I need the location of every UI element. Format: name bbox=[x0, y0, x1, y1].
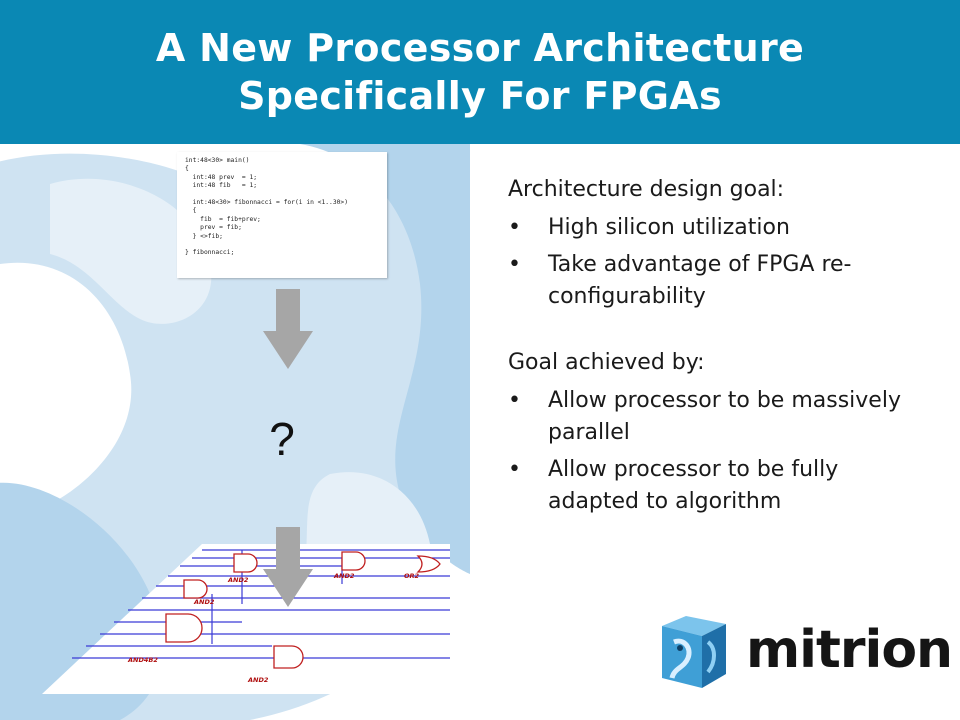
gate-label: AND2 bbox=[333, 572, 355, 580]
list-item: • Allow processor to be fully adapted to… bbox=[508, 454, 928, 518]
achieved-by-heading: Goal achieved by: bbox=[508, 350, 705, 375]
list-item-text: High silicon utilization bbox=[548, 215, 790, 240]
code-snippet-box: int:48<30> main() { int:48 prev = 1; int… bbox=[177, 152, 387, 278]
title-line-1: A New Processor Architecture bbox=[155, 26, 805, 70]
list-item-text: Take advantage of FPGA re-configurabilit… bbox=[548, 252, 852, 309]
code-line: int:48<30> fibonnacci = for(i in <1..30>… bbox=[185, 199, 349, 207]
gate-label: AND2 bbox=[247, 676, 269, 684]
list-item-text: Allow processor to be massively parallel bbox=[548, 388, 901, 445]
bullet-icon: • bbox=[508, 457, 521, 482]
down-arrow-icon bbox=[263, 527, 313, 607]
bullet-icon: • bbox=[508, 215, 521, 240]
slide-header: A New Processor Architecture Specificall… bbox=[0, 0, 960, 144]
bullet-icon: • bbox=[508, 388, 521, 413]
mitrion-logo: mitrion bbox=[656, 612, 953, 692]
logo-wordmark: mitrion bbox=[746, 620, 953, 680]
code-line bbox=[185, 241, 379, 249]
down-arrow-icon bbox=[263, 289, 313, 369]
list-item: • Allow processor to be massively parall… bbox=[508, 385, 928, 449]
list-item-text: Allow processor to be fully adapted to a… bbox=[548, 457, 839, 514]
code-line: { bbox=[185, 207, 197, 215]
code-line: { bbox=[185, 165, 189, 173]
code-line: int:48 prev = 1; bbox=[185, 173, 258, 181]
list-item: • Take advantage of FPGA re-configurabil… bbox=[508, 249, 928, 313]
design-goal-heading: Architecture design goal: bbox=[508, 177, 785, 202]
code-line: fib = fib+prev; bbox=[185, 215, 261, 223]
list-item: • High silicon utilization bbox=[508, 212, 928, 244]
question-mark: ? bbox=[269, 413, 295, 465]
bullet-icon: • bbox=[508, 252, 521, 277]
title-line-2: Specifically For FPGAs bbox=[238, 74, 722, 118]
circuit-diagram: AND2 AND2 AND2 OR2 AND4B2 AND2 bbox=[42, 544, 450, 694]
slide-title: A New Processor Architecture Specificall… bbox=[156, 24, 804, 120]
code-line bbox=[185, 191, 379, 199]
gate-label: AND2 bbox=[193, 598, 215, 606]
mitrion-cube-logo-icon bbox=[662, 616, 726, 688]
code-line: int:48 fib = 1; bbox=[185, 182, 258, 190]
code-line: } fibonnacci; bbox=[185, 249, 235, 257]
gate-label: AND4B2 bbox=[127, 656, 158, 664]
code-line: prev = fib; bbox=[185, 224, 242, 232]
gate-label: OR2 bbox=[404, 572, 420, 580]
gate-label: AND2 bbox=[227, 576, 249, 584]
achieved-by-list: • Allow processor to be massively parall… bbox=[508, 385, 928, 518]
code-line: int:48<30> main() bbox=[185, 157, 250, 164]
slide-content: Architecture design goal: • High silicon… bbox=[508, 174, 928, 523]
code-line: } <>fib; bbox=[185, 232, 223, 240]
design-goal-list: • High silicon utilization • Take advant… bbox=[508, 212, 928, 313]
